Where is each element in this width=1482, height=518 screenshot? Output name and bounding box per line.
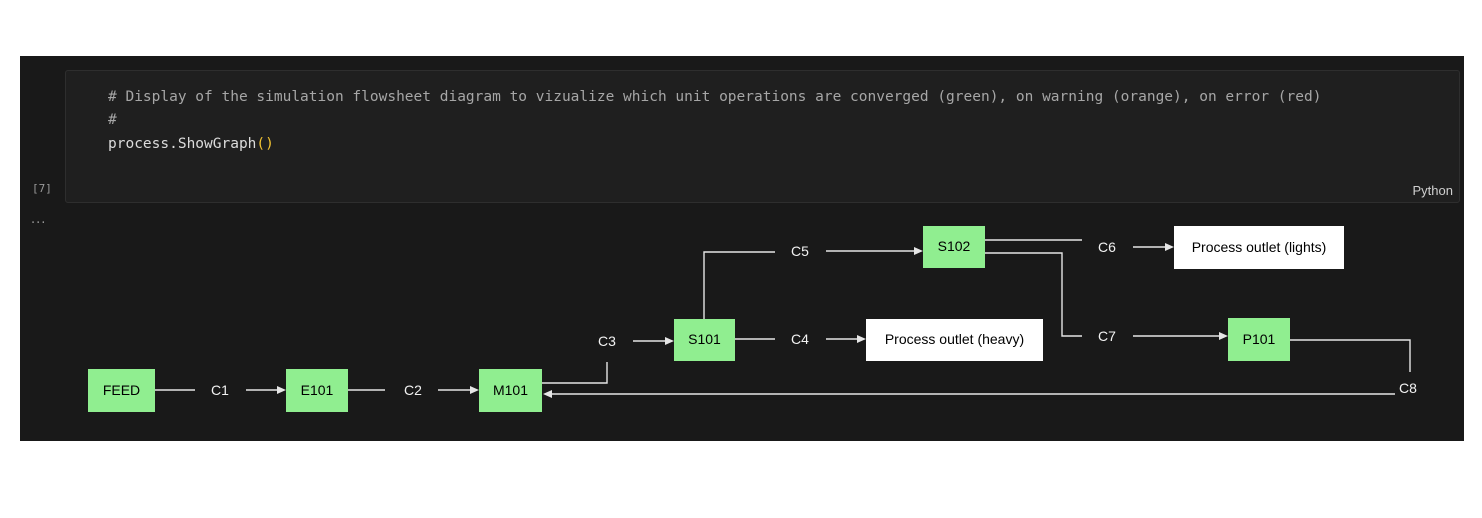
unit-node-label: M101 — [493, 382, 528, 398]
edge-m101-c3 — [542, 362, 608, 384]
unit-node-label: FEED — [103, 382, 140, 398]
code-comment-line: # — [108, 112, 117, 128]
outlet-node-label: Process outlet (lights) — [1192, 239, 1327, 255]
stream-label-c3: C3 — [598, 333, 616, 349]
stream-label-c7: C7 — [1098, 328, 1116, 344]
arrowhead — [543, 390, 552, 398]
stream-label-c6: C6 — [1098, 239, 1116, 255]
code-statement-line: process.ShowGraph() — [108, 135, 274, 153]
edge-p101-c8 — [1290, 339, 1411, 372]
arrowhead — [277, 386, 286, 394]
code-call: process.ShowGraph — [108, 136, 257, 152]
unit-node-e101: E101 — [286, 369, 348, 412]
arrowhead — [470, 386, 479, 394]
unit-node-s101: S101 — [674, 319, 735, 361]
stream-label-c4: C4 — [791, 331, 809, 347]
stream-label-c1: C1 — [211, 382, 229, 398]
arrowhead — [857, 335, 866, 343]
code-cell[interactable]: # Display of the simulation flowsheet di… — [65, 70, 1460, 203]
outlet-node-heavy: Process outlet (heavy) — [866, 319, 1043, 361]
unit-node-label: S101 — [688, 331, 721, 347]
arrowhead — [1165, 243, 1174, 251]
edge-s101-c5 — [703, 251, 775, 319]
stream-label-c5: C5 — [791, 243, 809, 259]
output-collapse-indicator[interactable]: ... — [31, 212, 47, 227]
code-comment-line: # Display of the simulation flowsheet di… — [108, 89, 1322, 105]
code-parens: () — [256, 136, 274, 152]
arrowhead — [1219, 332, 1228, 340]
stream-label-c8: C8 — [1399, 380, 1417, 396]
unit-node-label: E101 — [301, 382, 334, 398]
outlet-node-lights: Process outlet (lights) — [1174, 226, 1344, 269]
arrowhead — [665, 337, 674, 345]
unit-node-m101: M101 — [479, 369, 542, 412]
stream-label-c2: C2 — [404, 382, 422, 398]
unit-node-label: S102 — [938, 238, 971, 254]
unit-node-s102: S102 — [923, 226, 985, 268]
edge-s102-c7 — [985, 252, 1082, 337]
flowsheet-diagram: FEED E101 M101 S101 S102 P101 Process ou… — [88, 226, 1417, 412]
unit-node-label: P101 — [1243, 331, 1276, 347]
unit-node-feed: FEED — [88, 369, 155, 412]
execution-count: [7] — [32, 182, 52, 195]
outlet-node-label: Process outlet (heavy) — [885, 331, 1024, 347]
arrowhead — [914, 247, 923, 255]
notebook-panel: [7] # Display of the simulation flowshee… — [20, 56, 1464, 441]
language-indicator[interactable]: Python — [1412, 183, 1453, 198]
unit-node-p101: P101 — [1228, 318, 1290, 361]
